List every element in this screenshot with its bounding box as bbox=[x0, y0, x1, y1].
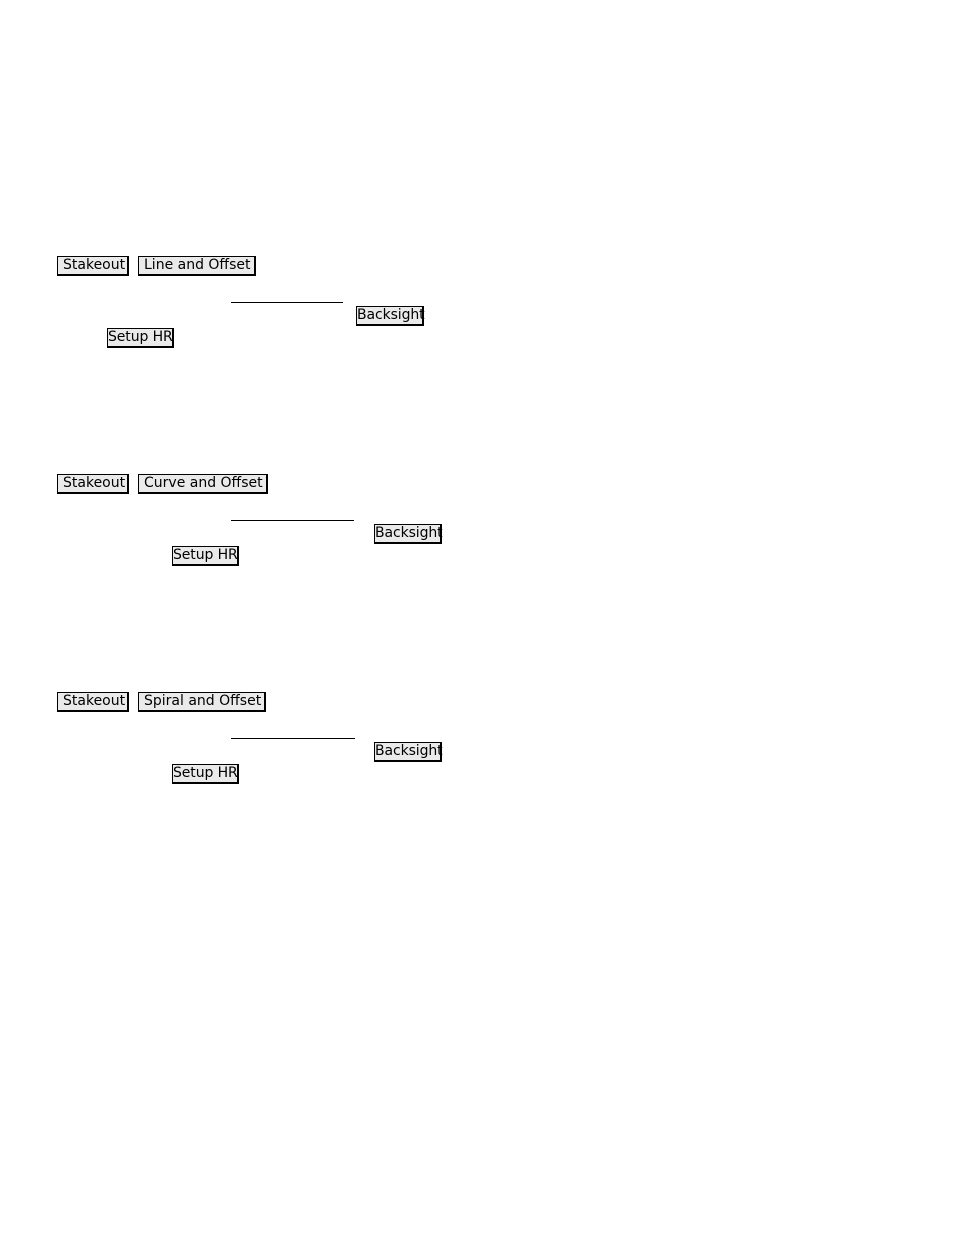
spiral-and-offset-section: Stakeout Spiral and Offset Backsight Set… bbox=[0, 692, 954, 832]
setup-hr-button[interactable]: Setup HR bbox=[107, 328, 174, 348]
underline-divider bbox=[231, 302, 343, 303]
line-and-offset-section: Stakeout Line and Offset Backsight Setup… bbox=[0, 256, 954, 396]
stakeout-button[interactable]: Stakeout bbox=[57, 256, 129, 276]
setup-hr-button[interactable]: Setup HR bbox=[172, 546, 239, 566]
line-and-offset-button[interactable]: Line and Offset bbox=[138, 256, 256, 276]
curve-and-offset-section: Stakeout Curve and Offset Backsight Setu… bbox=[0, 474, 954, 614]
underline-divider bbox=[231, 738, 355, 739]
backsight-button[interactable]: Backsight bbox=[356, 306, 425, 326]
backsight-button[interactable]: Backsight bbox=[374, 742, 443, 762]
spiral-and-offset-button[interactable]: Spiral and Offset bbox=[138, 692, 266, 712]
underline-divider bbox=[231, 520, 354, 521]
backsight-button[interactable]: Backsight bbox=[374, 524, 443, 544]
stakeout-button[interactable]: Stakeout bbox=[57, 474, 129, 494]
setup-hr-button[interactable]: Setup HR bbox=[172, 764, 239, 784]
curve-and-offset-button[interactable]: Curve and Offset bbox=[138, 474, 268, 494]
stakeout-button[interactable]: Stakeout bbox=[57, 692, 129, 712]
